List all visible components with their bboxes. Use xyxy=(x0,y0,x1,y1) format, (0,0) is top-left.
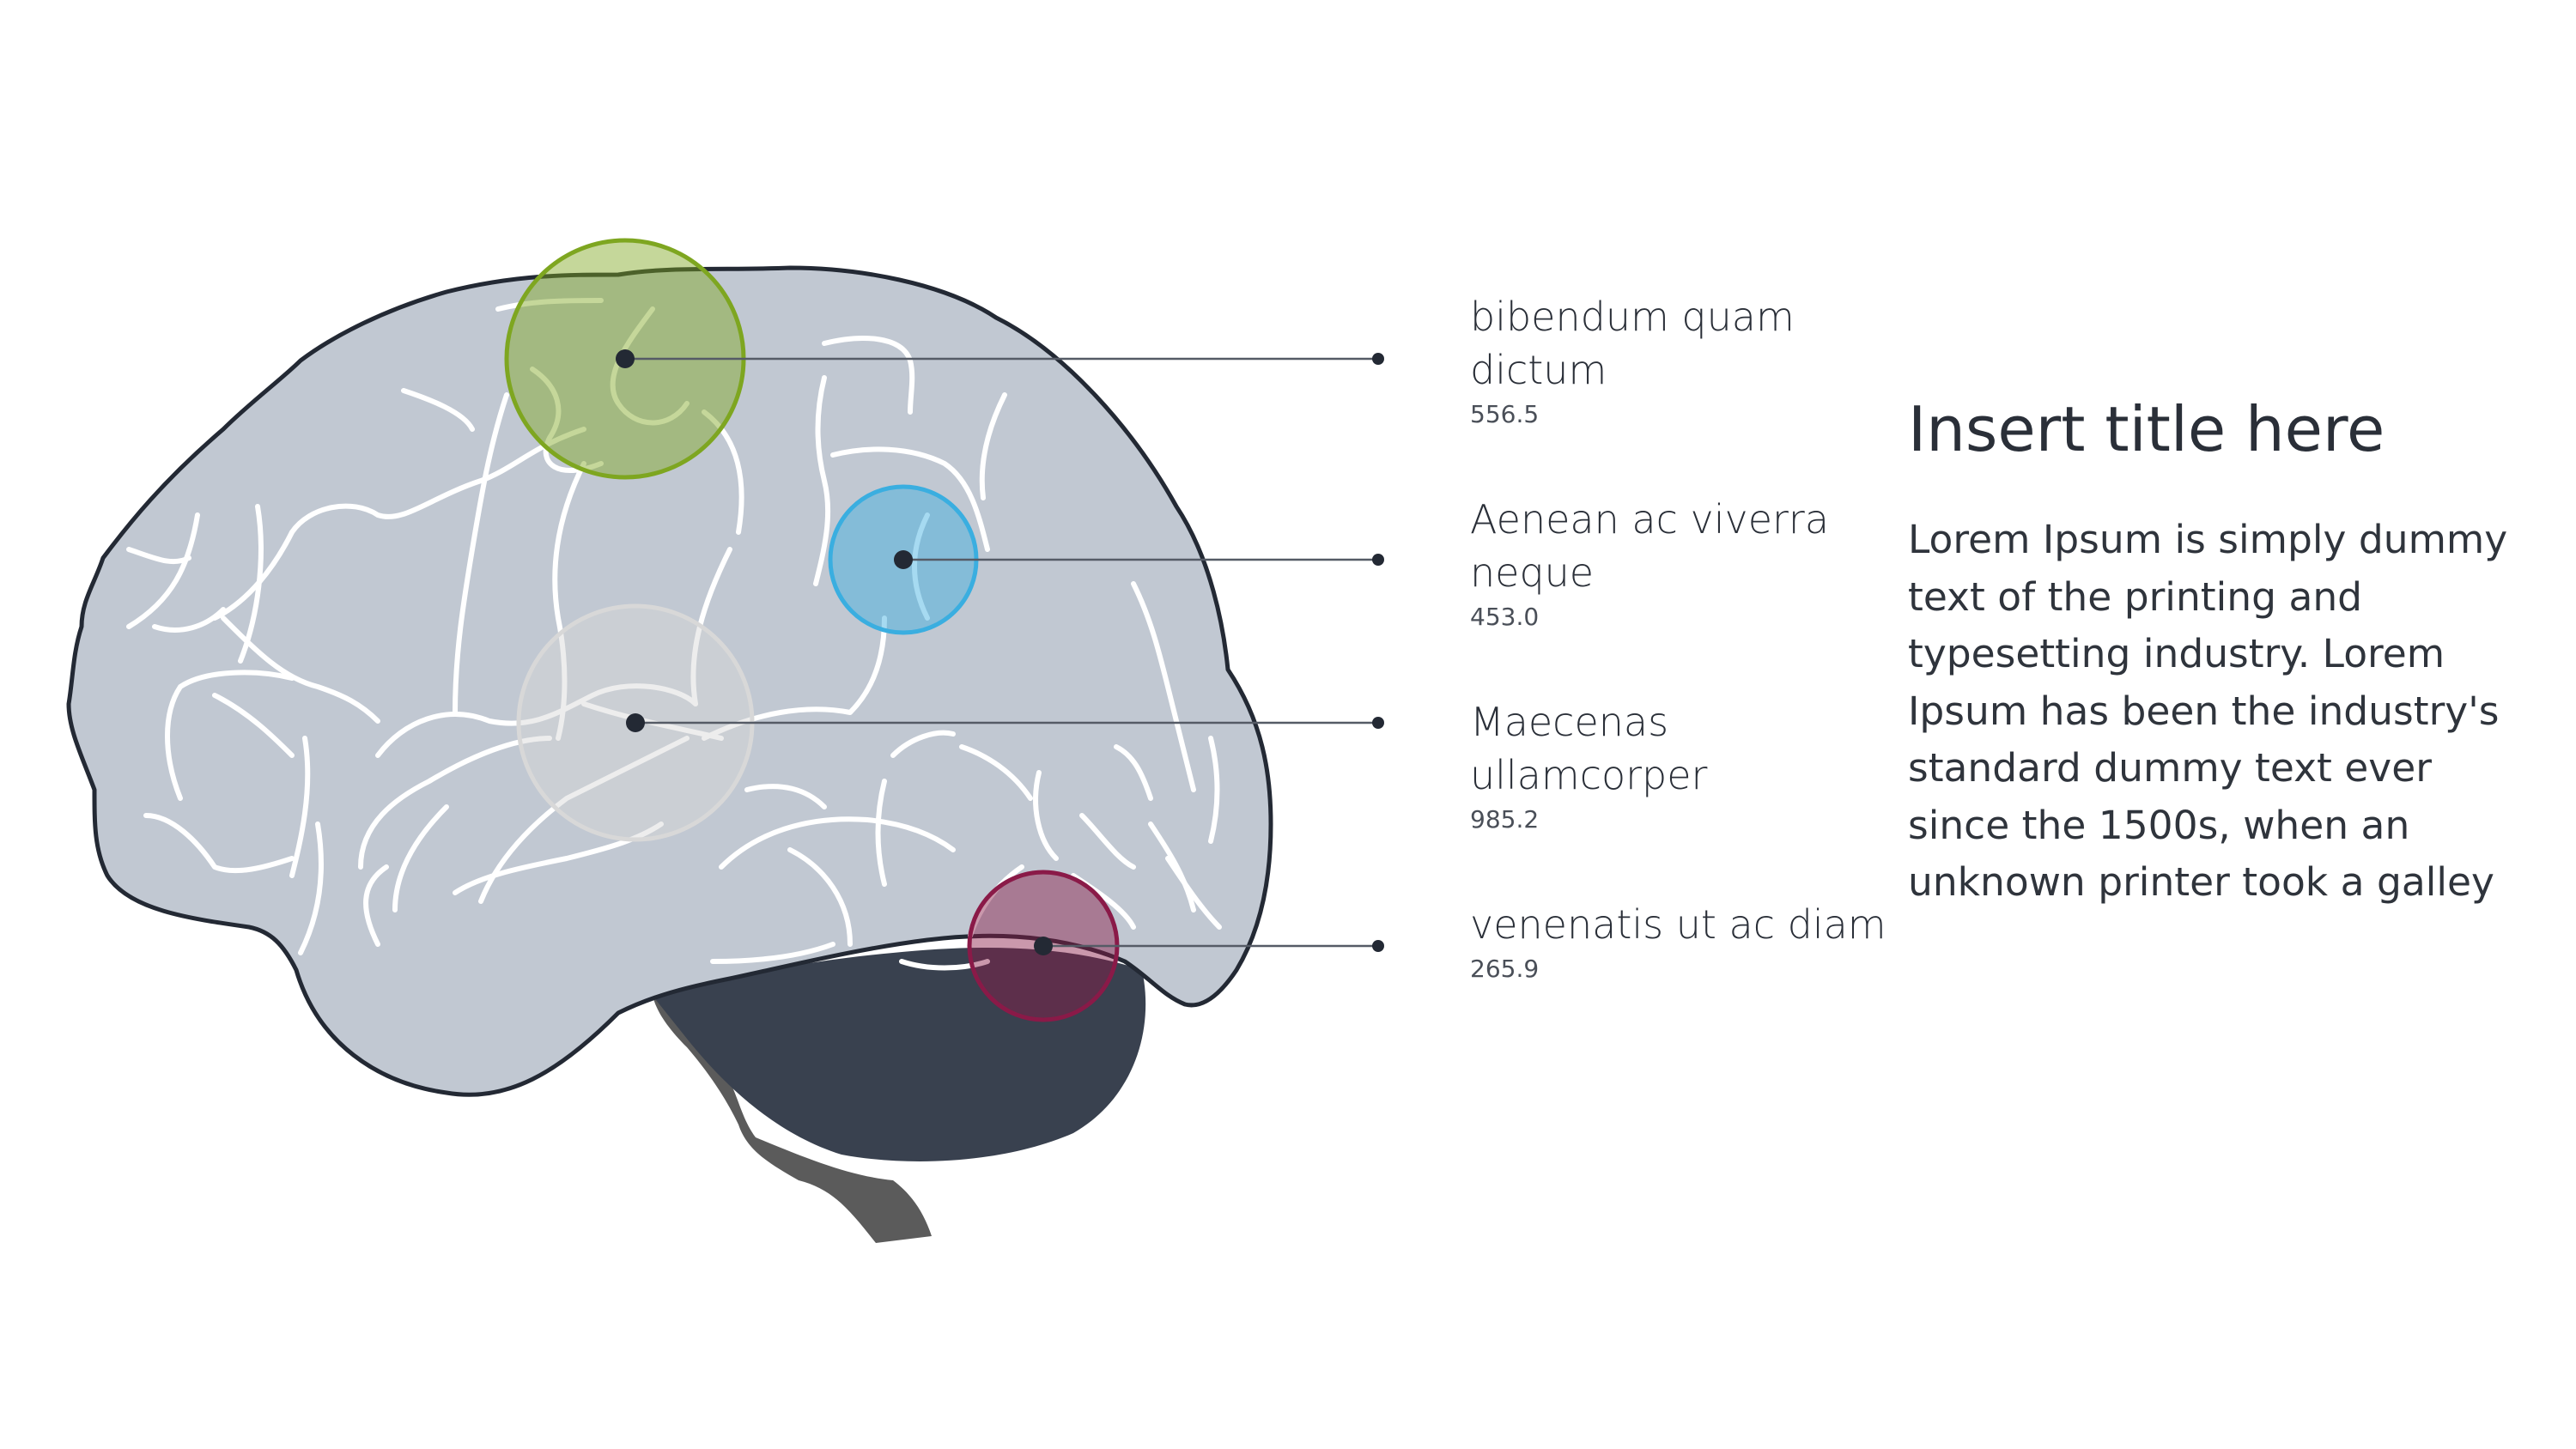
region-name: bibendum quam dictum xyxy=(1470,294,1795,393)
body-text: Lorem Ipsum is simply dummy text of the … xyxy=(1908,517,2508,905)
callout-end-dot-1 xyxy=(1372,353,1384,365)
region-markers xyxy=(504,238,1384,1022)
region-value: 265.9 xyxy=(1470,955,1540,983)
region-center-dot-2 xyxy=(894,550,913,569)
cerebellum xyxy=(653,948,1146,1161)
callout-end-dot-3 xyxy=(1372,717,1384,729)
region-label-2: Aenean ac viverra neque 453.0 xyxy=(1470,493,1917,634)
callout-end-dot-4 xyxy=(1372,940,1384,952)
region-name: venenatis ut ac diam xyxy=(1470,901,1886,948)
callout-end-dot-2 xyxy=(1372,554,1384,566)
region-label-1: bibendum quam dictum 556.5 xyxy=(1470,290,1917,431)
region-center-dot-3 xyxy=(626,713,645,732)
region-center-dot-1 xyxy=(616,349,635,368)
brain-folds xyxy=(126,298,1222,971)
region-value: 556.5 xyxy=(1470,400,1540,428)
region-label-3: Maecenas ullamcorper 985.2 xyxy=(1470,695,1917,836)
page-title: Insert title here xyxy=(1908,393,2385,465)
region-value: 453.0 xyxy=(1470,603,1540,631)
brain-stem xyxy=(653,996,932,1243)
region-value: 985.2 xyxy=(1470,805,1540,834)
region-label-4: venenatis ut ac diam 265.9 xyxy=(1470,898,1917,985)
region-center-dot-4 xyxy=(1034,937,1053,955)
region-name: Aenean ac viverra neque xyxy=(1470,496,1830,596)
region-name: Maecenas ullamcorper xyxy=(1470,699,1708,798)
